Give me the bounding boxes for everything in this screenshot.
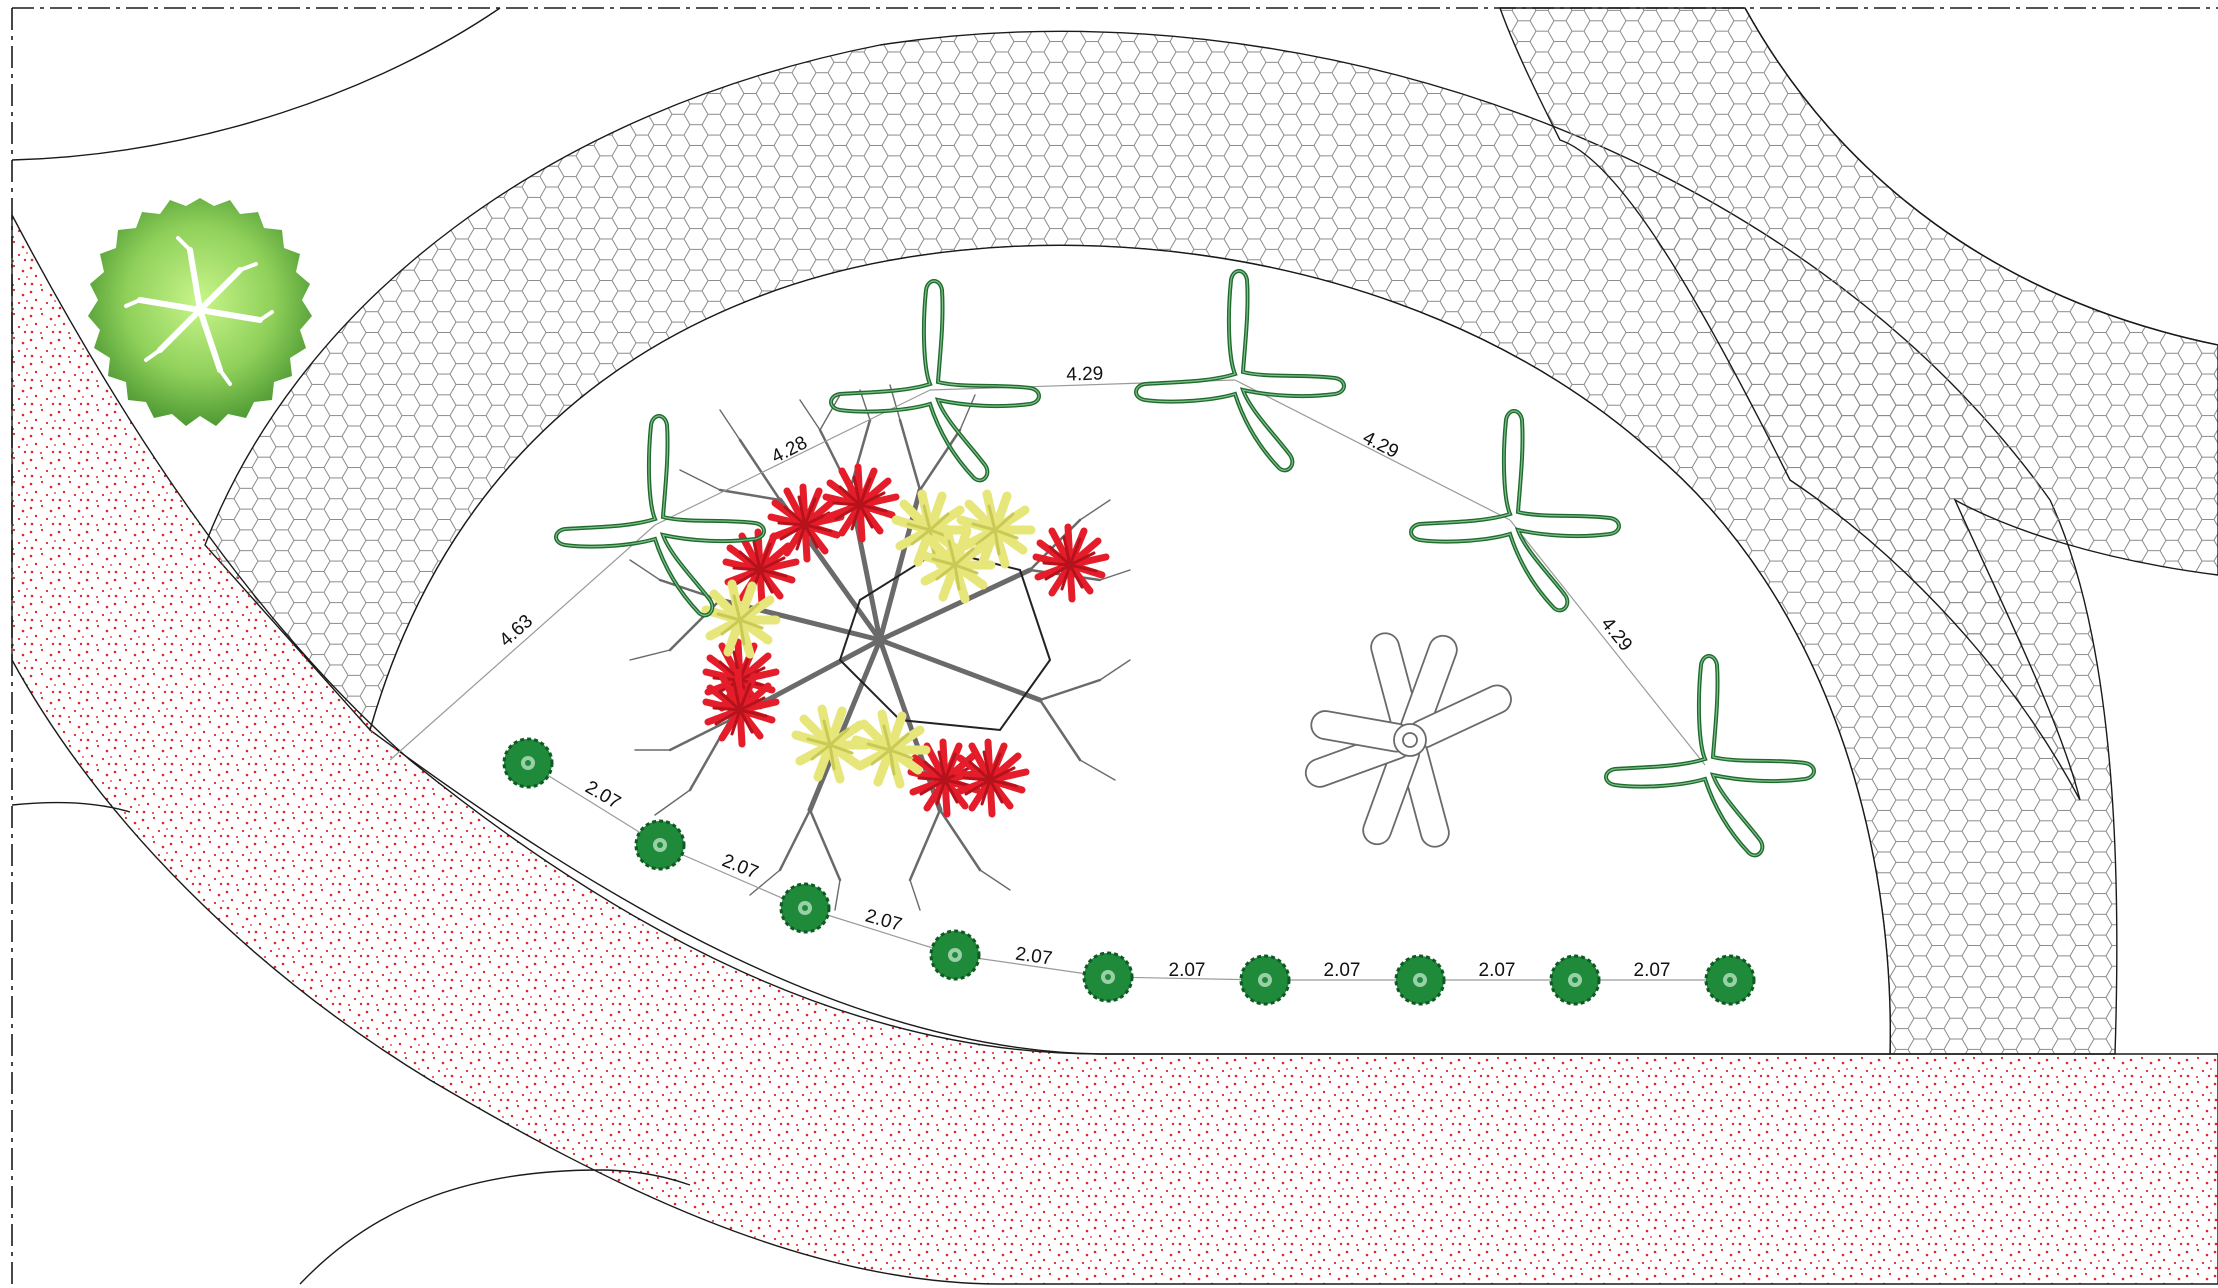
shrub-icon (1082, 951, 1134, 1003)
shrub-icon (1549, 954, 1601, 1006)
shrub-icon (634, 819, 686, 871)
curve-mid-left (11, 801, 131, 813)
curve-top-left (11, 7, 501, 161)
palm-dim-label: 4.29 (1066, 363, 1104, 385)
curve-right (1744, 7, 2218, 346)
agave-icon (1304, 632, 1512, 848)
dimension-line (389, 524, 656, 761)
shrub-icon (1239, 954, 1291, 1006)
shrub-dim-label: 2.07 (1169, 960, 1206, 981)
shrub-icon (929, 929, 981, 981)
shrub-dim-label: 2.07 (1014, 944, 1054, 970)
shrub-icon (502, 737, 554, 789)
shade-tree-icon (88, 198, 312, 426)
dimension-line (1509, 519, 1706, 766)
shrub-icon (779, 882, 831, 934)
shrub-icon (1704, 954, 1756, 1006)
red-gravel-path (11, 214, 2218, 1285)
shrub-dim-label: 2.07 (1634, 960, 1671, 981)
shrub-icon (1394, 954, 1446, 1006)
shrub-dim-label: 2.07 (1479, 960, 1516, 981)
dimension-line (1234, 379, 1511, 521)
curve-bottom (299, 1169, 691, 1285)
garden-bed (369, 244, 1891, 1055)
shrub-dim-label: 2.07 (1324, 960, 1361, 981)
